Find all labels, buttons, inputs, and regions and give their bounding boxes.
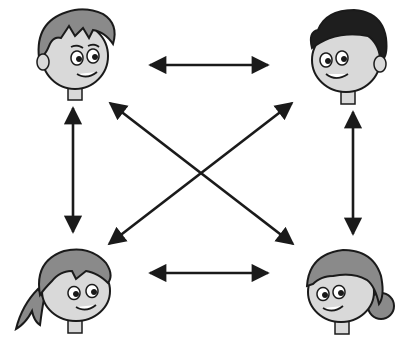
hair xyxy=(37,8,116,60)
person-bottom-right xyxy=(305,248,395,335)
arrow-top-right-bottom-left xyxy=(107,101,294,246)
arrows xyxy=(63,55,363,283)
ear xyxy=(36,53,50,71)
hair xyxy=(38,248,112,298)
person-bottom-left xyxy=(14,248,112,334)
hair xyxy=(305,248,384,307)
hair xyxy=(309,8,388,62)
person-top-left xyxy=(36,8,116,101)
mouth xyxy=(75,304,97,311)
brow xyxy=(70,43,100,49)
mouth xyxy=(325,73,349,79)
ponytail xyxy=(14,287,46,332)
mouth xyxy=(76,71,98,78)
person-top-right xyxy=(309,8,388,105)
ear xyxy=(373,55,387,73)
mouth xyxy=(322,305,344,312)
